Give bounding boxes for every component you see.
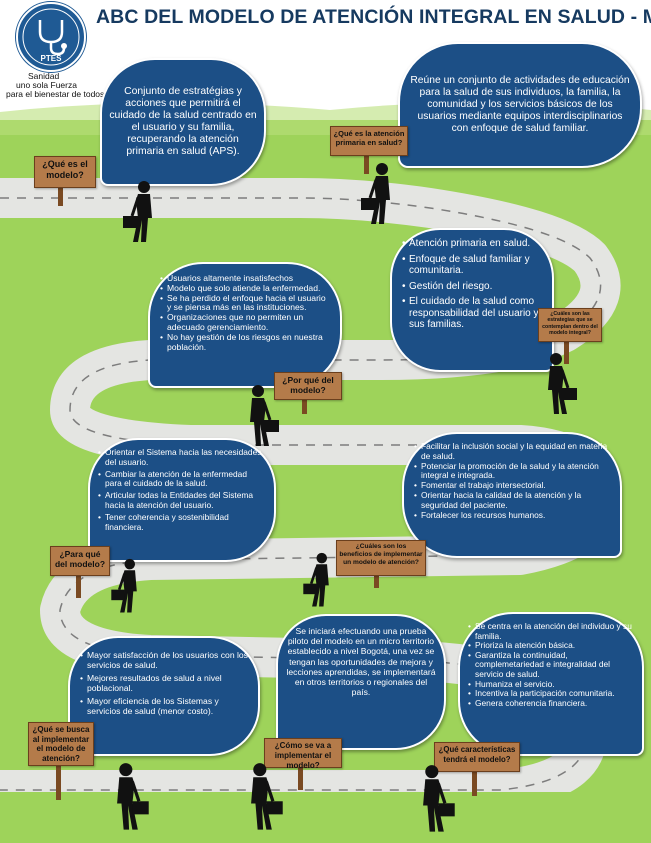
list-item: Facilitar la inclusión social y la equid… xyxy=(414,441,610,462)
list-item: Mayor satisfacción de los usuarios con l… xyxy=(80,650,250,670)
list-item: Orientar el Sistema hacia las necesidade… xyxy=(98,447,266,468)
walking-person-icon xyxy=(117,763,149,830)
list-item: Potenciar la promoción de la salud y la … xyxy=(414,461,610,482)
list-item: Articular todas la Entidades del Sistema… xyxy=(98,490,266,511)
list-item: Garantiza la continuidad, complemetaried… xyxy=(468,650,634,680)
signpost-label: ¿Para qué del modelo? xyxy=(50,546,110,576)
list-item: Fomentar el trabajo intersectorial. xyxy=(414,480,610,491)
purposes-list: Orientar el Sistema hacia las necesidade… xyxy=(98,447,266,533)
list-item: Mejores resultados de salud a nivel pobl… xyxy=(80,673,250,693)
bubble-atencion-primaria: Reúne un conjunto de actividades de educ… xyxy=(398,42,642,168)
walking-person-icon xyxy=(361,163,390,224)
bubble-text: Se iniciará efectuando una prueba piloto… xyxy=(286,626,436,698)
goals-list: Mayor satisfacción de los usuarios con l… xyxy=(80,650,250,716)
walking-person-icon xyxy=(111,558,137,613)
list-item: Orientar hacia la calidad de la atención… xyxy=(414,490,610,511)
list-item: Gestión del riesgo. xyxy=(402,281,542,293)
list-item: Se ha perdido el enfoque hacia el usuari… xyxy=(160,293,332,314)
signpost-label: ¿Cuáles son las estrategias que se conte… xyxy=(538,308,602,342)
list-item: Usuarios altamente insatisfechos xyxy=(160,273,332,284)
walking-person-icon xyxy=(250,385,279,446)
bubble-text: Conjunto de estratégias y acciones que p… xyxy=(109,86,257,157)
bubble-que-se-busca: Mayor satisfacción de los usuarios con l… xyxy=(68,636,260,756)
bubble-que-es-el-modelo: Conjunto de estratégias y acciones que p… xyxy=(100,58,266,186)
list-item: El cuidado de la salud como responsabili… xyxy=(402,296,542,331)
header: ABC DEL MODELO DE ATENCIÓN INTEGRAL EN S… xyxy=(0,0,651,58)
tagline-line-2: uno sola Fuerza xyxy=(16,80,77,90)
signpost-label: ¿Qué es la atención primaria en salud? xyxy=(330,126,408,156)
tagline: Sanidad uno sola Fuerza para el bienesta… xyxy=(6,72,104,99)
bubble-estrategias: Atención primaria en salud. Enfoque de s… xyxy=(390,228,554,372)
bubble-como-implementar: Se iniciará efectuando una prueba piloto… xyxy=(276,614,446,750)
list-item: Atención primaria en salud. xyxy=(402,238,542,250)
list-item: Cambiar la atención de la enfermedad par… xyxy=(98,469,266,490)
reasons-list: Usuarios altamente insatisfechos Modelo … xyxy=(160,273,332,353)
list-item: Genera coherencia financiera. xyxy=(468,698,634,709)
list-item: Incentiva la participación comunitaria. xyxy=(468,689,634,699)
list-item: Tener coherencia y sostenibilidad financ… xyxy=(98,512,266,533)
tagline-line-3: para el bienestar de todos xyxy=(6,89,105,99)
characteristics-list: Se centra en la atención del individuo y… xyxy=(468,621,634,709)
walking-person-icon xyxy=(123,181,152,242)
list-item: Mayor eficiencia de los Sistemas y servi… xyxy=(80,696,250,716)
signpost-label: ¿Por qué del modelo? xyxy=(274,372,342,400)
stethoscope-icon xyxy=(22,8,80,66)
signpost-label: ¿Qué características tendrá el modelo? xyxy=(434,742,520,772)
signpost-label: ¿Cuáles son los beneficios de implementa… xyxy=(336,540,426,576)
list-item: No hay gestión de los riesgos en nuestra… xyxy=(160,332,332,353)
benefits-list: Facilitar la inclusión social y la equid… xyxy=(414,441,610,521)
signpost-label: ¿Qué es el modelo? xyxy=(34,156,96,188)
bubble-caracteristicas: Se centra en la atención del individuo y… xyxy=(458,612,644,756)
list-item: Prioriza la atención básica. xyxy=(468,641,634,651)
list-item: Humaniza el servicio. xyxy=(468,679,634,690)
walking-person-icon xyxy=(548,353,577,414)
signpost-label: ¿Qué se busca al implementar el modelo d… xyxy=(28,722,94,766)
bubble-para-que: Orientar el Sistema hacia las necesidade… xyxy=(88,438,276,562)
list-item: Enfoque de salud familiar y comunitaria. xyxy=(402,254,542,277)
walking-person-icon xyxy=(423,765,455,832)
logo-text: PTES xyxy=(40,54,62,63)
bubble-beneficios: Facilitar la inclusión social y la equid… xyxy=(402,432,622,558)
ptes-logo: PTES xyxy=(16,2,86,72)
list-item: Fortalecer los recursos humanos. xyxy=(414,510,610,521)
list-item: Se centra en la atención del individuo y… xyxy=(468,621,634,641)
bubble-text: Reúne un conjunto de actividades de educ… xyxy=(410,75,630,134)
bubble-por-que: Usuarios altamente insatisfechos Modelo … xyxy=(148,262,342,388)
walking-person-icon xyxy=(251,763,283,830)
walking-person-icon xyxy=(303,552,329,607)
strategies-list: Atención primaria en salud. Enfoque de s… xyxy=(402,238,542,331)
signpost-label: ¿Cómo se va a implementar el modelo? xyxy=(264,738,342,770)
list-item: Organizaciones que no permiten un adecua… xyxy=(160,312,332,333)
list-item: Modelo que solo atiende la enfermedad. xyxy=(160,283,332,294)
tagline-line-1: Sanidad xyxy=(28,71,60,81)
page-title: ABC DEL MODELO DE ATENCIÓN INTEGRAL EN S… xyxy=(96,6,651,28)
